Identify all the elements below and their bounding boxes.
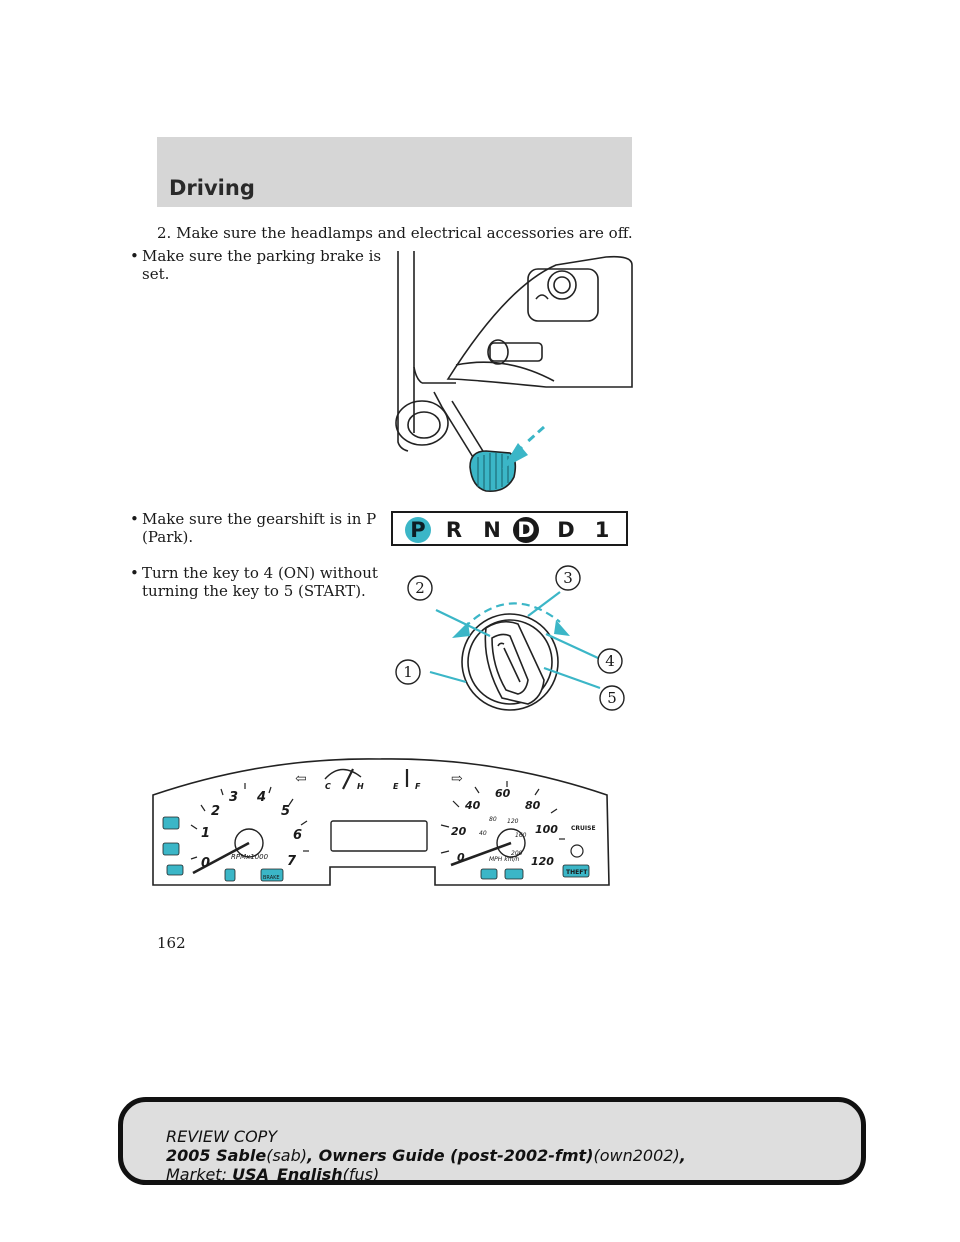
bullet-line: turning the key to 5 (START). bbox=[142, 582, 366, 600]
bullet-dot: • bbox=[130, 510, 139, 528]
mph-label-60: 60 bbox=[495, 787, 511, 800]
mph-label-80: 80 bbox=[525, 799, 541, 812]
footer-market-code: (fus) bbox=[342, 1165, 380, 1184]
fuel-empty-label: E bbox=[393, 782, 399, 791]
kmh-label-200: 200 bbox=[511, 850, 523, 857]
mph-label-0: 0 bbox=[457, 851, 465, 864]
warning-lamp-icon bbox=[162, 842, 180, 856]
kmh-label-120: 120 bbox=[507, 818, 519, 825]
footer-document-line: 2005 Sable(sab), Owners Guide (post-2002… bbox=[166, 1146, 686, 1165]
bullet-dot: • bbox=[130, 564, 139, 582]
turn-left-arrow-icon: ⇦ bbox=[295, 771, 307, 787]
bullet-line: set. bbox=[142, 265, 170, 283]
brake-warning-icon bbox=[260, 868, 284, 882]
step-2-text: 2. Make sure the headlamps and electrica… bbox=[157, 224, 633, 242]
gear-overdrive: D bbox=[513, 517, 539, 543]
callout-2: 2 bbox=[415, 579, 425, 597]
battery-icon bbox=[480, 868, 498, 880]
kmh-label-160: 160 bbox=[515, 832, 527, 839]
callout-1: 1 bbox=[403, 663, 413, 681]
temp-hot-label: H bbox=[357, 782, 364, 791]
bullet-line: Make sure the gearshift is in P bbox=[142, 510, 377, 528]
brake-label: BRAKE bbox=[263, 875, 280, 881]
bullet-line: (Park). bbox=[142, 528, 194, 546]
tach-label-2: 2 bbox=[211, 804, 220, 819]
cruise-label: CRUISE bbox=[571, 825, 596, 832]
cruise-icon bbox=[570, 844, 584, 858]
footer-guide-code: (own2002) bbox=[593, 1146, 680, 1165]
tach-unit-label: RPMx1000 bbox=[231, 853, 269, 861]
mph-label-100: 100 bbox=[535, 823, 558, 836]
oil-pressure-icon bbox=[504, 868, 524, 880]
gearshift-indicator: P R N D D 1 bbox=[391, 511, 628, 546]
callout-3: 3 bbox=[563, 569, 573, 587]
bullet-dot: • bbox=[130, 247, 139, 265]
footer-model: 2005 Sable bbox=[166, 1146, 267, 1165]
footer-review-copy: REVIEW COPY bbox=[166, 1127, 278, 1146]
parking-brake-illustration bbox=[395, 251, 633, 493]
kmh-label-80: 80 bbox=[489, 816, 497, 823]
footer-market-line: Market: USA_English(fus) bbox=[166, 1165, 379, 1184]
instrument-cluster-illustration: 0 1 2 3 4 5 6 7 RPMx1000 C H E F ⇦ ⇨ bbox=[152, 758, 610, 886]
footer-market-label: Market: bbox=[166, 1165, 227, 1184]
section-header-band bbox=[157, 137, 632, 207]
turn-right-arrow-icon: ⇨ bbox=[451, 771, 463, 787]
gear-drive: D bbox=[557, 518, 575, 542]
mph-label-40: 40 bbox=[464, 799, 481, 812]
tach-label-5: 5 bbox=[281, 804, 290, 819]
bullet-line: Make sure the parking brake is bbox=[142, 247, 382, 265]
section-title: Driving bbox=[169, 176, 255, 200]
check-engine-icon bbox=[166, 864, 184, 876]
gear-reverse: R bbox=[445, 518, 463, 542]
mph-label-20: 20 bbox=[451, 825, 467, 838]
theft-label: THEFT bbox=[566, 869, 588, 876]
tach-label-0: 0 bbox=[201, 856, 210, 871]
tach-label-4: 4 bbox=[256, 790, 266, 805]
review-copy-footer bbox=[118, 1097, 866, 1185]
footer-guide: , Owners Guide (post-2002-fmt) bbox=[307, 1146, 594, 1165]
theft-indicator-icon bbox=[562, 864, 590, 878]
bullet-ignition: • Turn the key to 4 (ON) without turning… bbox=[130, 564, 378, 600]
gear-first: 1 bbox=[594, 518, 610, 542]
page-number: 162 bbox=[157, 934, 186, 952]
tach-label-7: 7 bbox=[287, 854, 297, 869]
temp-cold-label: C bbox=[325, 782, 331, 791]
ignition-switch-illustration: 1 2 3 4 5 bbox=[395, 565, 625, 711]
bullet-line: Turn the key to 4 (ON) without bbox=[142, 564, 378, 582]
footer-model-code: (sab) bbox=[266, 1146, 307, 1165]
callout-5: 5 bbox=[607, 689, 617, 707]
bullet-gearshift: • Make sure the gearshift is in P (Park)… bbox=[130, 510, 377, 546]
kmh-label-40: 40 bbox=[479, 830, 487, 837]
speed-unit-label: MPH km/h bbox=[489, 856, 520, 863]
tach-label-3: 3 bbox=[229, 790, 238, 805]
bullet-parking-brake: • Make sure the parking brake is set. bbox=[130, 247, 382, 283]
tach-label-6: 6 bbox=[293, 828, 302, 843]
warning-lamp-icon bbox=[162, 816, 180, 830]
gear-neutral: N bbox=[483, 518, 501, 542]
fuel-full-label: F bbox=[415, 782, 421, 791]
callout-4: 4 bbox=[605, 652, 615, 670]
mph-label-120: 120 bbox=[531, 855, 554, 868]
footer-comma: , bbox=[679, 1146, 686, 1165]
footer-market: USA_English bbox=[232, 1165, 343, 1184]
airbag-icon bbox=[224, 868, 236, 882]
gear-park: P bbox=[405, 517, 431, 543]
tach-label-1: 1 bbox=[201, 826, 210, 841]
